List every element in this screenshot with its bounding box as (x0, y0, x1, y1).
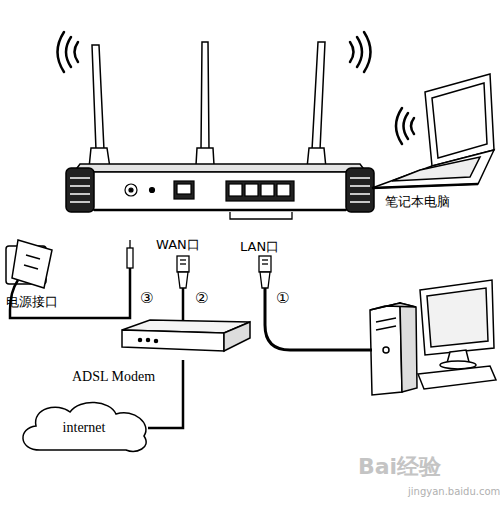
device-label: 电源接口 (6, 293, 58, 311)
router-port (177, 184, 191, 194)
cable-plug (177, 256, 189, 272)
router-port (129, 188, 133, 192)
modem-box (139, 339, 142, 342)
desktop-icon (370, 280, 496, 395)
desktop-icon (420, 280, 494, 355)
router-port (277, 184, 290, 196)
power-adapter (12, 240, 52, 288)
laptop-icon (372, 150, 494, 188)
router-body (94, 209, 346, 212)
device-label: 笔记本电脑 (385, 193, 450, 211)
modem-box (122, 320, 250, 333)
modem-node: ADSL Modem (120, 320, 250, 360)
router-body (66, 168, 94, 212)
wifi-signal (357, 37, 362, 67)
router-port (245, 184, 258, 196)
cable-connector (182, 256, 185, 320)
wifi-signal (411, 118, 414, 134)
modem-box (147, 339, 150, 342)
cable-plug (178, 272, 188, 288)
watermark: jingyan.baidu.com (408, 486, 500, 497)
router-port (229, 184, 242, 196)
modem-box (122, 330, 224, 351)
callout-number: ② (195, 289, 208, 307)
laptop-icon (432, 83, 487, 158)
wifi-signal (75, 42, 79, 62)
wifi-signal (350, 42, 354, 62)
laptop-icon (425, 74, 494, 166)
router-body (66, 164, 374, 212)
laptop-icon (392, 157, 480, 181)
wifi-signal (58, 32, 65, 72)
port-label: LAN口 (240, 238, 279, 256)
lan-bracket (230, 212, 292, 219)
cable-plug (127, 248, 133, 268)
wifi-signal (364, 32, 371, 72)
router-body (74, 172, 366, 210)
router-antenna (89, 148, 110, 168)
router-port (125, 184, 137, 196)
cable-plug (129, 240, 130, 248)
modem-box (224, 322, 250, 351)
cable-plug (180, 259, 186, 260)
desktop-icon (370, 303, 402, 395)
router-antenna (201, 42, 209, 150)
router-antenna (196, 148, 214, 165)
power-node: 电源接口 (0, 238, 80, 310)
cable-plug (259, 256, 271, 272)
cable-plug (260, 272, 270, 288)
router-antenna (307, 148, 326, 168)
router-port (174, 181, 194, 199)
desktop-icon (400, 303, 417, 392)
router-port (226, 181, 294, 201)
router-port (150, 188, 155, 193)
desktop-icon (376, 318, 396, 322)
device-label: ADSL Modem (72, 369, 155, 385)
router-antenna (312, 42, 325, 150)
desktop-icon (440, 361, 476, 369)
cloud-label: internet (63, 420, 106, 436)
power-adapter (24, 265, 38, 269)
wifi-signal (58, 32, 415, 144)
wifi-signal (396, 108, 402, 144)
power-adapter (6, 246, 46, 284)
callout-number: ① (276, 289, 289, 307)
desktop-icon (418, 366, 496, 389)
modem-box (122, 320, 250, 351)
cable-plug (262, 263, 268, 264)
router-port (125, 181, 294, 201)
lan-cable (265, 286, 372, 350)
router-body (346, 168, 374, 212)
desktop-icon (370, 303, 416, 310)
desktop-icon (427, 288, 488, 347)
router-antenna (89, 42, 326, 168)
cloud-node: internet (20, 404, 148, 452)
port-label: WAN口 (156, 236, 200, 254)
desktop-icon (383, 347, 389, 353)
wifi-signal (66, 37, 71, 67)
laptop-node: 笔记本电脑 (365, 80, 500, 215)
modem-box (155, 340, 158, 343)
wifi-signal (404, 113, 409, 139)
router-body (70, 178, 370, 202)
router-antenna (92, 45, 104, 150)
power-adapter (26, 255, 40, 259)
router-node: WAN口 LAN口 (75, 160, 365, 256)
callout-number: ③ (140, 289, 153, 307)
cable-plug (262, 259, 268, 260)
cable-plug (180, 263, 186, 264)
desktop-icon (376, 326, 396, 330)
laptop-icon (372, 184, 478, 188)
router-port (261, 184, 274, 196)
router-body (74, 164, 366, 172)
internet-cloud (23, 402, 146, 451)
watermark: Bai经验 (358, 452, 441, 482)
laptop-icon (372, 74, 494, 188)
desktop-icon (447, 350, 469, 363)
